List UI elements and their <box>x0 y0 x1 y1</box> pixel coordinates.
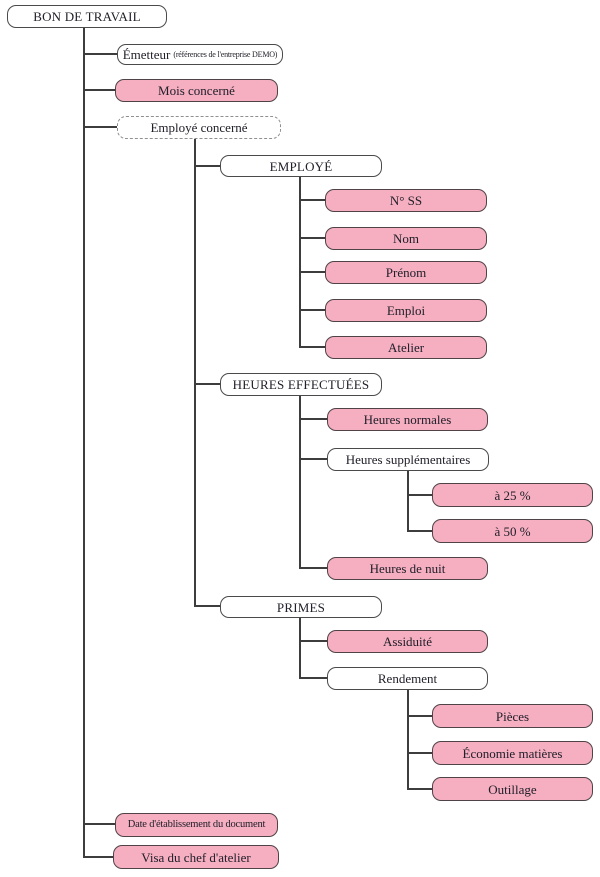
node-atelier: Atelier <box>325 336 487 359</box>
node-label: Outillage <box>488 781 537 797</box>
connector-line <box>299 177 301 348</box>
connector-line <box>407 752 432 754</box>
connector-line <box>299 271 325 273</box>
node-label: Prénom <box>385 265 427 280</box>
node-date-etablissement: Date d'établissement du document <box>115 813 278 837</box>
connector-line <box>299 237 325 239</box>
node-label: Émetteur <box>122 47 171 62</box>
node-heures-effectuees: HEURES EFFECTUÉES <box>220 373 382 396</box>
node-label: EMPLOYÉ <box>269 158 333 174</box>
node-label: Assiduité <box>382 634 433 649</box>
node-label: HEURES EFFECTUÉES <box>232 377 370 392</box>
connector-line <box>407 530 432 532</box>
connector-line <box>194 165 220 167</box>
node-label: à 25 % <box>494 487 531 503</box>
node-mois-concerne: Mois concerné <box>115 79 278 102</box>
node-heures-de-nuit: Heures de nuit <box>327 557 488 580</box>
node-label: N° SS <box>389 193 423 208</box>
node-visa-chef-atelier: Visa du chef d'atelier <box>113 845 279 869</box>
connector-line <box>83 856 113 858</box>
connector-line <box>407 690 409 789</box>
connector-line <box>407 788 432 790</box>
connector-line <box>299 458 327 460</box>
connector-line <box>299 677 327 679</box>
node-label: Date d'établissement du document <box>127 818 266 830</box>
node-label: Nom <box>393 231 419 246</box>
node-label: Visa du chef d'atelier <box>141 849 251 865</box>
node-taux-25: à 25 % <box>432 483 593 507</box>
connector-line <box>299 640 327 642</box>
connector-line <box>407 715 432 717</box>
node-outillage: Outillage <box>432 777 593 801</box>
node-emetteur: Émetteur (références de l'entreprise DEM… <box>117 44 283 65</box>
node-primes: PRIMES <box>220 596 382 618</box>
connector-line <box>83 28 85 858</box>
connector-line <box>194 383 220 385</box>
node-label: BON DE TRAVAIL <box>33 9 141 24</box>
node-employe-concerne: Employé concerné <box>117 116 281 139</box>
node-label: Pièces <box>495 708 530 724</box>
node-emploi: Emploi <box>325 299 487 322</box>
connector-line <box>83 823 115 825</box>
node-heures-supplementaires: Heures supplémentaires <box>327 448 489 471</box>
connector-line <box>299 309 325 311</box>
node-numero-ss: N° SS <box>325 189 487 212</box>
node-assiduite: Assiduité <box>327 630 488 653</box>
connector-line <box>299 199 325 201</box>
node-rendement: Rendement <box>327 667 488 690</box>
node-heures-normales: Heures normales <box>327 408 488 431</box>
node-label: Rendement <box>377 671 438 686</box>
connector-line <box>83 126 117 128</box>
node-employe: EMPLOYÉ <box>220 155 382 177</box>
connector-line <box>299 567 327 569</box>
node-label: PRIMES <box>276 599 326 615</box>
node-label: Atelier <box>387 340 425 355</box>
node-label: Économie matières <box>462 745 563 761</box>
node-label: Employé concerné <box>150 120 248 135</box>
node-label: Emploi <box>386 303 426 318</box>
node-note: (références de l'entreprise DEMO) <box>173 49 278 59</box>
node-nom: Nom <box>325 227 487 250</box>
connector-line <box>299 396 301 569</box>
node-label: Mois concerné <box>158 83 235 98</box>
node-prenom: Prénom <box>325 261 487 284</box>
connector-line <box>299 346 325 348</box>
node-label: à 50 % <box>494 523 531 539</box>
connector-line <box>194 139 196 607</box>
node-label: Heures supplémentaires <box>345 452 471 467</box>
connector-line <box>83 53 117 55</box>
node-label: Heures normales <box>363 412 452 427</box>
connector-line <box>407 494 432 496</box>
connector-line <box>299 418 327 420</box>
node-taux-50: à 50 % <box>432 519 593 543</box>
connector-line <box>194 605 220 607</box>
node-bon-de-travail: BON DE TRAVAIL <box>7 5 167 28</box>
connector-line <box>299 618 301 679</box>
connector-line <box>83 89 115 91</box>
node-label: Heures de nuit <box>369 561 446 576</box>
node-pieces: Pièces <box>432 704 593 728</box>
connector-line <box>407 471 409 531</box>
node-economie-matieres: Économie matières <box>432 741 593 765</box>
